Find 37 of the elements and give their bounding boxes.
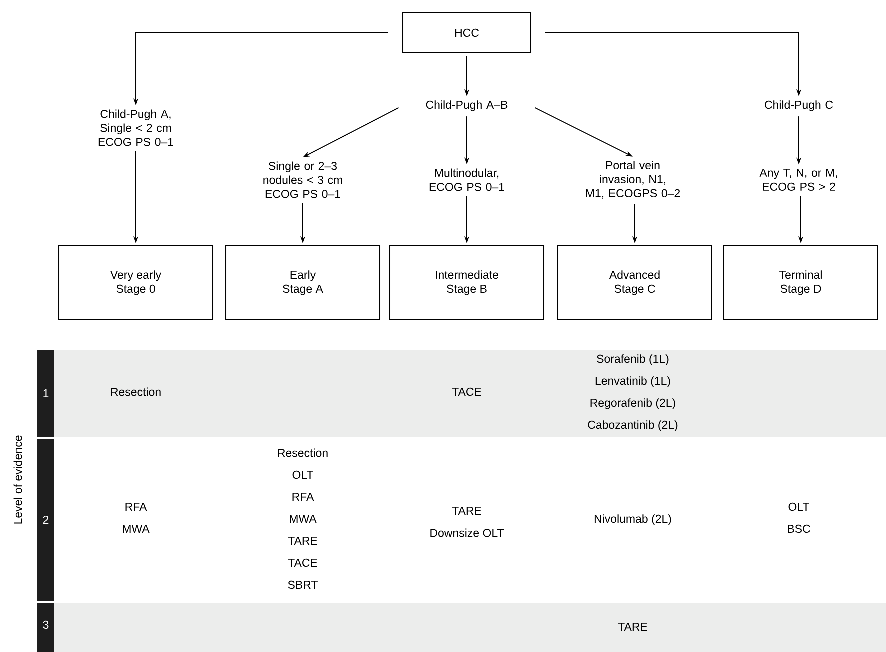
table-cell-text: MWA bbox=[290, 515, 317, 523]
table-cell-text: TACE bbox=[288, 558, 318, 568]
stage-box: Very early Stage 0 bbox=[58, 245, 214, 320]
table-cell-text: Regorafenib (2L) bbox=[590, 398, 676, 410]
process-box: HCC bbox=[402, 12, 532, 54]
table-cell-text: SBRT bbox=[288, 580, 318, 590]
table-cell-text: Nivolumab (2L) bbox=[594, 514, 672, 526]
table-cell-text: TARE bbox=[452, 507, 482, 515]
criteria-text: Any T, N, or M, ECOG PS > 2 bbox=[760, 168, 838, 191]
criteria-text: Single or 2–3 nodules < 3 cm ECOG PS 0–1 bbox=[264, 162, 342, 198]
table-cell-text: TARE bbox=[618, 623, 648, 631]
table-cell-text: TARE bbox=[288, 537, 318, 545]
table-cell-text: MWA bbox=[123, 525, 150, 533]
table-cell-text: RFA bbox=[292, 493, 314, 501]
stage-box: Advanced Stage C bbox=[558, 245, 712, 320]
table-cell-text: Resection bbox=[111, 388, 161, 396]
criteria-text: Portal vein invasion, N1, M1, ECOGPS 0–2 bbox=[586, 161, 680, 199]
axis-title: Level of evidence bbox=[14, 436, 22, 524]
table-cell-text: Sorafenib (1L) bbox=[597, 354, 669, 366]
row-number: 3 bbox=[37, 602, 54, 652]
stage-box: Early Stage A bbox=[226, 245, 380, 320]
table-cell-text: BSC bbox=[788, 524, 810, 534]
table-cell-text: Downsize OLT bbox=[430, 528, 504, 538]
table-cell-text: OLT bbox=[292, 470, 314, 480]
table-cell-text: OLT bbox=[788, 502, 810, 512]
stage-box: Intermediate Stage B bbox=[390, 245, 544, 320]
table-cell-text: Cabozantinib (2L) bbox=[588, 420, 678, 432]
table-cell-text: RFA bbox=[126, 503, 148, 511]
row-number: 1 bbox=[37, 350, 54, 437]
table-cell-text: TACE bbox=[452, 388, 482, 396]
criteria-text: Child-Pugh C bbox=[765, 100, 834, 112]
table-cell-text: Resection bbox=[278, 448, 328, 458]
criteria-text: Child-Pugh A, Single < 2 cm ECOG PS 0–1 bbox=[98, 110, 174, 146]
criteria-text: Child-Pugh A–B bbox=[426, 100, 508, 112]
stage-box: Terminal Stage D bbox=[724, 245, 878, 320]
criteria-text: Multinodular, ECOG PS 0–1 bbox=[430, 168, 504, 192]
table-cell-text: Lenvatinib (1L) bbox=[596, 376, 670, 388]
